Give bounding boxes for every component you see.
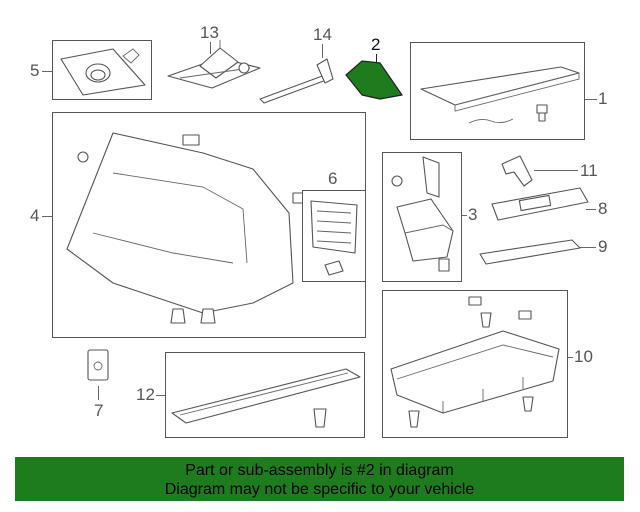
- part-6-box: [302, 190, 366, 282]
- parts-diagram: 5 13 14 2 1: [30, 23, 608, 438]
- part-5-box: [52, 40, 152, 100]
- callout-3[interactable]: 3: [468, 205, 478, 224]
- callout-13[interactable]: 13: [200, 23, 219, 42]
- part-11-drawing[interactable]: [496, 150, 540, 190]
- banner-line-1: Part or sub-assembly is #2 in diagram: [185, 462, 454, 479]
- callout-9[interactable]: 9: [598, 237, 608, 256]
- part-10-box: [382, 290, 568, 438]
- part-3-box: [382, 152, 462, 282]
- part-2-drawing[interactable]: [340, 55, 410, 105]
- part-12-box: [165, 352, 365, 438]
- part-14-drawing[interactable]: [255, 55, 345, 105]
- callout-1[interactable]: 1: [598, 89, 608, 108]
- callout-14[interactable]: 14: [313, 25, 332, 44]
- part-4-box: [52, 112, 366, 338]
- banner-line-2: Diagram may not be specific to your vehi…: [164, 481, 475, 498]
- part-3-drawing: [391, 156, 454, 272]
- callout-4[interactable]: 4: [30, 206, 40, 225]
- callout-11[interactable]: 11: [580, 161, 598, 180]
- part-1-drawing: [420, 66, 580, 124]
- callout-5[interactable]: 5: [30, 61, 40, 80]
- part-5-drawing: [60, 48, 146, 96]
- part-8-drawing[interactable]: [484, 184, 594, 226]
- info-banner: Part or sub-assembly is #2 in diagram Di…: [15, 457, 624, 501]
- part-7-drawing[interactable]: [84, 348, 114, 384]
- part-6-drawing: [310, 200, 358, 276]
- part-4-drawing: [66, 132, 308, 324]
- callout-8[interactable]: 8: [598, 199, 608, 218]
- callout-6[interactable]: 6: [328, 169, 338, 188]
- callout-12[interactable]: 12: [136, 385, 155, 404]
- callout-7[interactable]: 7: [94, 401, 104, 420]
- part-12-drawing: [171, 368, 361, 428]
- callout-10[interactable]: 10: [574, 347, 593, 366]
- part-1-box: [410, 42, 585, 140]
- part-10-drawing: [390, 296, 560, 428]
- part-9-drawing[interactable]: [476, 234, 586, 270]
- part-13-drawing[interactable]: [160, 38, 270, 98]
- callout-2[interactable]: 2: [371, 35, 381, 54]
